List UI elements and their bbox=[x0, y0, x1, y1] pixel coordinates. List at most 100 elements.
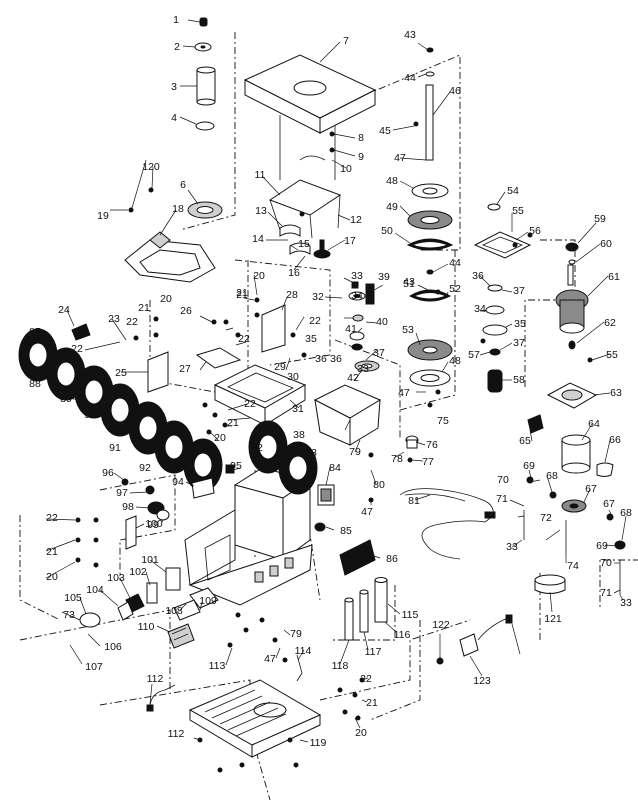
callout-label: 28 bbox=[286, 289, 298, 301]
bracket-part bbox=[268, 155, 342, 239]
callout-label: 1 bbox=[173, 14, 179, 26]
callout-label: 86 bbox=[386, 553, 398, 565]
callout-label: 36 bbox=[330, 353, 342, 365]
callout-label: 114 bbox=[295, 645, 312, 657]
cable-part bbox=[146, 684, 176, 712]
callout-label: 39 bbox=[378, 271, 390, 283]
callout-label: 47 bbox=[394, 152, 406, 164]
callout-label: 123 bbox=[473, 675, 491, 687]
callout-label: 105 bbox=[64, 592, 82, 604]
callout-label: 37 bbox=[373, 347, 385, 359]
callout-label: 26 bbox=[180, 305, 192, 317]
callout-label: 99 bbox=[147, 519, 159, 531]
callout-label: 40 bbox=[376, 316, 388, 328]
callout-label: 81 bbox=[408, 495, 420, 507]
washer-part bbox=[194, 42, 212, 52]
callout-label: 83 bbox=[305, 447, 317, 459]
callout-label: 38 bbox=[293, 429, 305, 441]
callout-label: 4 bbox=[171, 112, 177, 124]
callout-label: 34 bbox=[351, 290, 363, 302]
callout-label: 60 bbox=[600, 238, 612, 250]
callout-label: 71 bbox=[496, 493, 508, 505]
callout-label: 48 bbox=[449, 355, 461, 367]
callout-label: 35 bbox=[305, 333, 317, 345]
callout-label: 30 bbox=[287, 371, 299, 383]
callout-label: 37 bbox=[513, 337, 525, 349]
bearing-column-parts bbox=[473, 203, 532, 393]
callout-label: 75 bbox=[437, 415, 449, 427]
callout-label: 46 bbox=[449, 85, 461, 97]
callout-label: 21 bbox=[138, 302, 150, 314]
callout-label: 85 bbox=[340, 525, 352, 537]
callout-label: 42 bbox=[347, 372, 359, 384]
clamp-part bbox=[279, 224, 301, 237]
callout-label: 22 bbox=[244, 398, 256, 410]
spring-part bbox=[365, 283, 375, 305]
callout-label: 110 bbox=[138, 621, 155, 633]
callout-label: 65 bbox=[519, 435, 531, 447]
callout-label: 21 bbox=[46, 546, 58, 558]
callout-label: 22 bbox=[309, 315, 321, 327]
callout-label: 22 bbox=[46, 512, 58, 524]
callout-label: 70 bbox=[497, 474, 509, 486]
callout-label: 121 bbox=[544, 613, 562, 625]
tray-part bbox=[213, 364, 307, 426]
callout-label: 78 bbox=[391, 453, 403, 465]
motor-column-parts bbox=[546, 242, 598, 409]
callout-label: 89 bbox=[60, 393, 72, 405]
callout-label: 23 bbox=[108, 313, 120, 325]
callout-label: 21 bbox=[227, 417, 239, 429]
callout-label: 16 bbox=[288, 267, 300, 279]
callout-label: 61 bbox=[608, 271, 620, 283]
callout-label: 76 bbox=[426, 439, 438, 451]
switch-assembly-parts bbox=[121, 478, 170, 550]
callout-label: 56 bbox=[529, 225, 541, 237]
callout-label: 79 bbox=[290, 628, 302, 640]
callout-label: 97 bbox=[116, 487, 128, 499]
cover-part bbox=[596, 462, 614, 477]
callout-label: 77 bbox=[422, 456, 434, 468]
callout-label: 47 bbox=[361, 506, 373, 518]
spindle-part bbox=[71, 323, 91, 341]
callout-label: 47 bbox=[398, 387, 410, 399]
callout-label: 67 bbox=[585, 483, 597, 495]
callout-label: 116 bbox=[394, 629, 411, 641]
washer-part bbox=[195, 121, 215, 131]
power-cord-part bbox=[399, 488, 496, 560]
small-plate-parts bbox=[191, 464, 235, 499]
callout-label: 79 bbox=[349, 446, 361, 458]
callout-label: 33 bbox=[357, 363, 369, 375]
callout-label: 72 bbox=[540, 512, 552, 524]
callout-label: 3 bbox=[171, 81, 177, 93]
control-parts bbox=[79, 567, 219, 649]
callout-label: 27 bbox=[179, 363, 191, 375]
callout-label: 54 bbox=[507, 185, 519, 197]
callout-label: 44 bbox=[449, 257, 461, 269]
plate-part bbox=[195, 347, 242, 369]
callout-label: 69 bbox=[596, 540, 608, 552]
tube-parts bbox=[296, 577, 388, 682]
part-shapes bbox=[18, 17, 626, 773]
callout-label: 22 bbox=[360, 673, 372, 685]
callout-label: 66 bbox=[609, 434, 621, 446]
callout-label: 68 bbox=[546, 470, 558, 482]
base-plate-part bbox=[188, 679, 322, 758]
callout-label: 20 bbox=[160, 293, 172, 305]
callout-label: 43 bbox=[403, 276, 415, 288]
callout-label: 21 bbox=[236, 289, 248, 301]
callout-label: 63 bbox=[610, 387, 622, 399]
motor-cylinder-part bbox=[561, 434, 591, 474]
callout-label: 67 bbox=[603, 498, 615, 510]
callout-label: 70 bbox=[600, 557, 612, 569]
callout-label: 20 bbox=[253, 270, 265, 282]
callout-label: 45 bbox=[379, 125, 391, 137]
callout-label: 101 bbox=[141, 554, 159, 566]
callout-label: 62 bbox=[604, 317, 616, 329]
callout-label: 108 bbox=[165, 605, 183, 617]
callout-label: 53 bbox=[402, 324, 414, 336]
callout-label: 14 bbox=[252, 233, 264, 245]
callout-label: 20 bbox=[355, 727, 367, 739]
callout-label: 22 bbox=[126, 316, 138, 328]
gear-ring-part bbox=[187, 201, 223, 219]
